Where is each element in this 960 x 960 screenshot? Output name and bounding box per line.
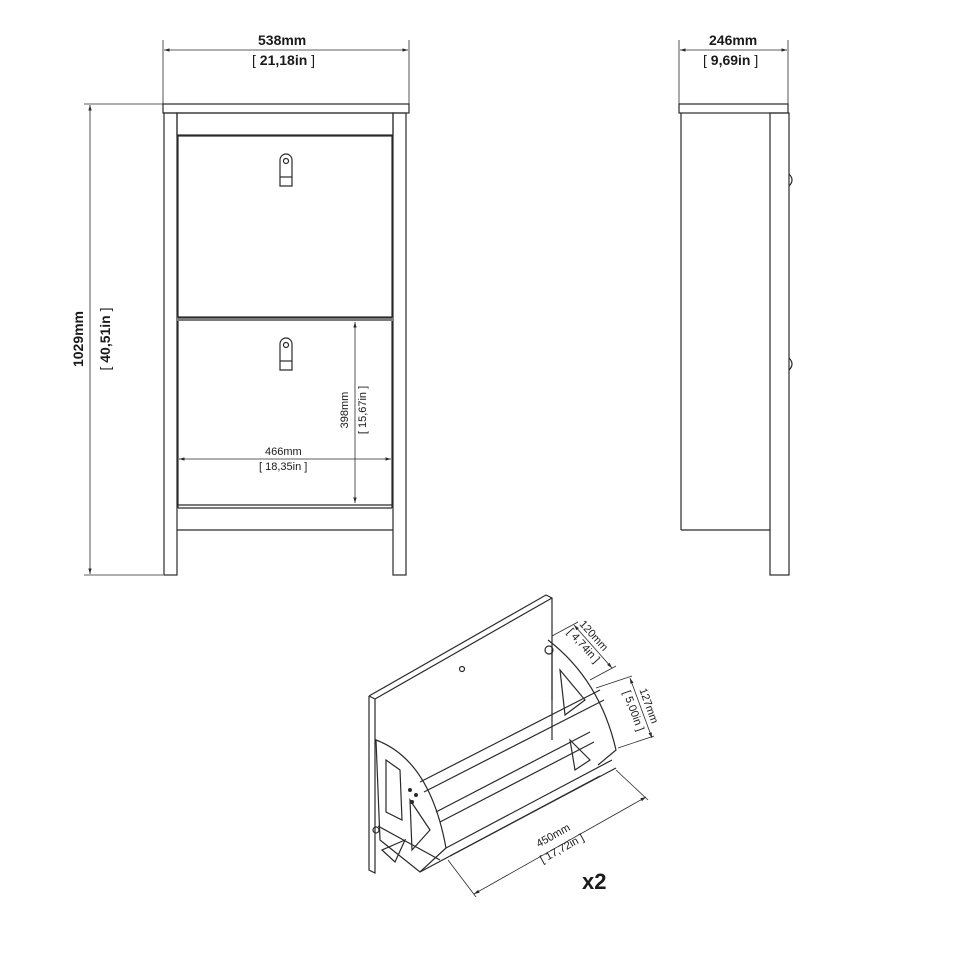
upper-handle-icon bbox=[279, 153, 293, 187]
front-width-label-in: 21,18in bbox=[252, 52, 315, 68]
tilt-drawer-isometric bbox=[368, 594, 655, 898]
side-depth-label-in: 9,69in bbox=[703, 52, 758, 68]
inner-width-label-in: 18,35in bbox=[259, 461, 307, 473]
front-width-label: 538mm bbox=[258, 32, 307, 48]
lower-handle-icon bbox=[279, 337, 293, 371]
compartment-height-label-in: 15,67in bbox=[357, 380, 369, 440]
overall-height-label-in: 40,51in bbox=[97, 299, 113, 379]
inner-width-label: 466mm bbox=[265, 446, 302, 458]
compartment-height-label: 398mm bbox=[339, 391, 351, 429]
quantity-label: x2 bbox=[582, 869, 607, 894]
side-view-cabinet bbox=[678, 40, 793, 576]
overall-height-label: 1029mm bbox=[70, 310, 86, 368]
front-view-cabinet bbox=[84, 40, 410, 576]
side-depth-label: 246mm bbox=[709, 32, 758, 48]
